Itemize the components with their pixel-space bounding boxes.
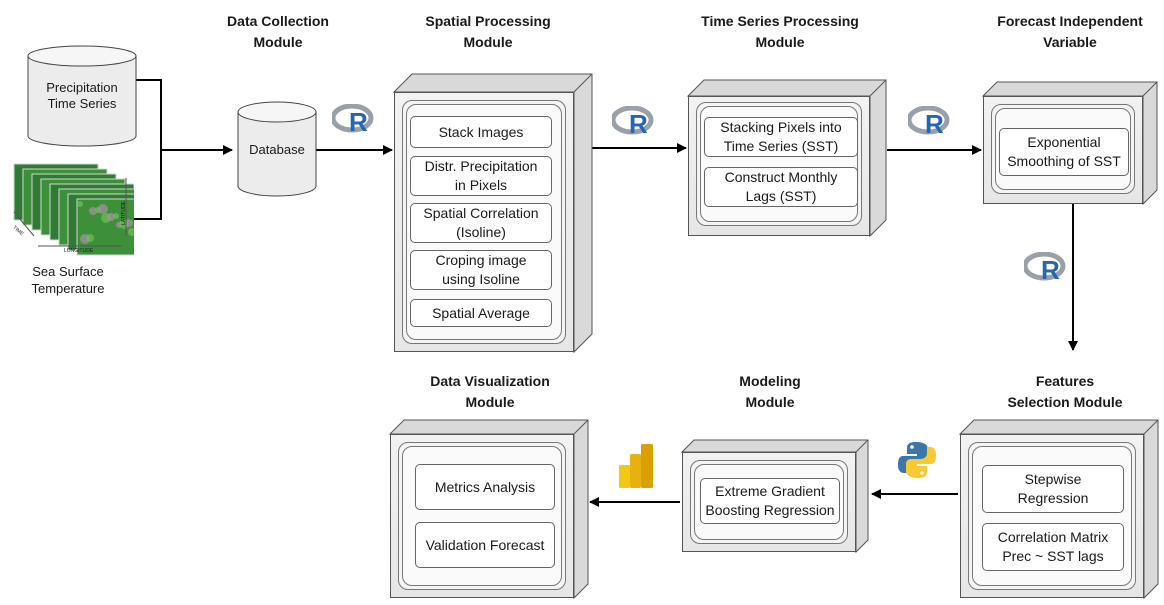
forecast-title: Forecast Independent Variable (997, 13, 1143, 50)
svg-text:R: R (1041, 255, 1060, 282)
features-title: Features Selection Module (1007, 373, 1123, 410)
spatial-module: Stack Images Distr. Precipitation in Pix… (392, 73, 593, 354)
python-icon (898, 442, 936, 478)
spatial-correlation-item: Spatial Correlation (Isoline) (410, 203, 552, 243)
forecast-module: Exponential Smoothing of SST (981, 81, 1158, 206)
visualization-module: Metrics Analysis Validation Forecast (388, 419, 589, 600)
features-module: Stepwise Regression Correlation Matrix P… (958, 419, 1159, 600)
monthly-lags-item: Construct Monthly Lags (SST) (704, 167, 858, 207)
timeseries-module: Stacking Pixels into Time Series (SST) C… (686, 79, 887, 238)
modeling-module: Extreme Gradient Boosting Regression (680, 439, 869, 554)
database-label: Database (249, 142, 305, 157)
axis-longitude-label: LONGITUDE (64, 248, 94, 254)
axis-latitude-label: LATITUDE (120, 201, 127, 225)
stepwise-regression-item: Stepwise Regression (982, 465, 1124, 513)
xgboost-item: Extreme Gradient Boosting Regression (700, 478, 840, 524)
r-logo-icon: R (332, 104, 374, 134)
validation-forecast-item: Validation Forecast (415, 522, 555, 568)
r-logo-icon: R (1024, 252, 1066, 282)
sst-texture-spot (128, 228, 134, 236)
stack-images-item: Stack Images (410, 116, 552, 148)
correlation-matrix-item: Correlation Matrix Prec ~ SST lags (982, 523, 1124, 571)
svg-text:R: R (349, 107, 368, 134)
spatial-average-item: Spatial Average (410, 299, 552, 327)
cropping-image-item: Croping image using Isoline (410, 250, 552, 290)
spatial-title: Spatial Processing Module (425, 13, 551, 50)
r-logo-icon: R (612, 106, 654, 136)
modeling-title: Modeling Module (739, 373, 801, 410)
svg-text:R: R (925, 109, 944, 136)
sst-texture-spot (89, 207, 97, 215)
precipitation-cylinder (27, 45, 137, 147)
sst-texture-spot (86, 234, 94, 242)
sst-texture-spot (107, 213, 115, 221)
sst-texture-spot (98, 204, 108, 214)
sst-texture-spot (125, 219, 133, 227)
sst-texture-spot (77, 201, 83, 207)
sst-texture-spot (113, 213, 119, 219)
distr-precipitation-item: Distr. Precipitation in Pixels (410, 156, 552, 196)
exponential-smoothing-item: Exponential Smoothing of SST (999, 128, 1129, 176)
database-cylinder (237, 101, 317, 197)
precipitation-label: Precipitation Time Series (46, 80, 118, 111)
visualization-title: Data Visualization Module (430, 373, 550, 410)
data-collection-title: Data Collection Module (227, 13, 329, 50)
sst-image-stack (13, 163, 134, 256)
r-logo-icon: R (908, 106, 950, 136)
stacking-pixels-item: Stacking Pixels into Time Series (SST) (704, 117, 858, 157)
svg-text:R: R (629, 109, 648, 136)
powerbi-icon (619, 444, 653, 488)
metrics-analysis-item: Metrics Analysis (415, 464, 555, 510)
timeseries-title: Time Series Processing Module (701, 13, 859, 50)
sst-caption: Sea Surface Temperature (31, 264, 105, 296)
